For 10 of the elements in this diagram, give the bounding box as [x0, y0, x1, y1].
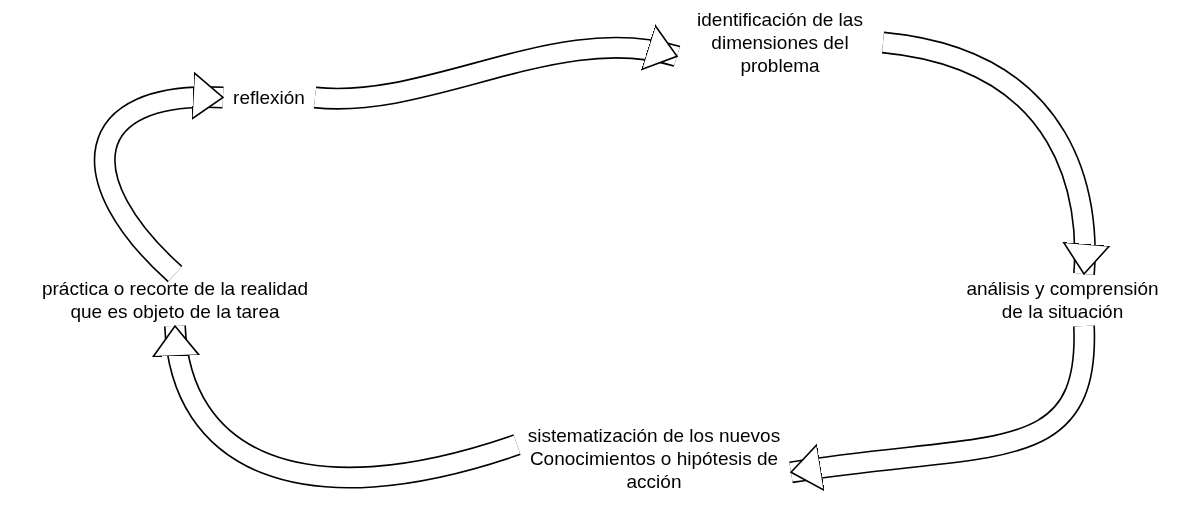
block-arrow — [789, 325, 1095, 492]
step-label: sistematización de los nuevos Conocimientos o hipótesis de acción — [520, 424, 788, 493]
block-arrow — [314, 26, 680, 110]
block-arrow — [94, 73, 224, 282]
step-label: reflexión — [226, 86, 312, 109]
step-label: práctica o recorte de la realidad que es objeto de la tarea — [25, 277, 325, 323]
step-label: identificación de las dimensiones del problema — [680, 8, 880, 77]
block-arrow — [881, 31, 1110, 275]
step-label: análisis y comprensión de la situación — [955, 277, 1170, 323]
block-arrow — [154, 324, 521, 489]
